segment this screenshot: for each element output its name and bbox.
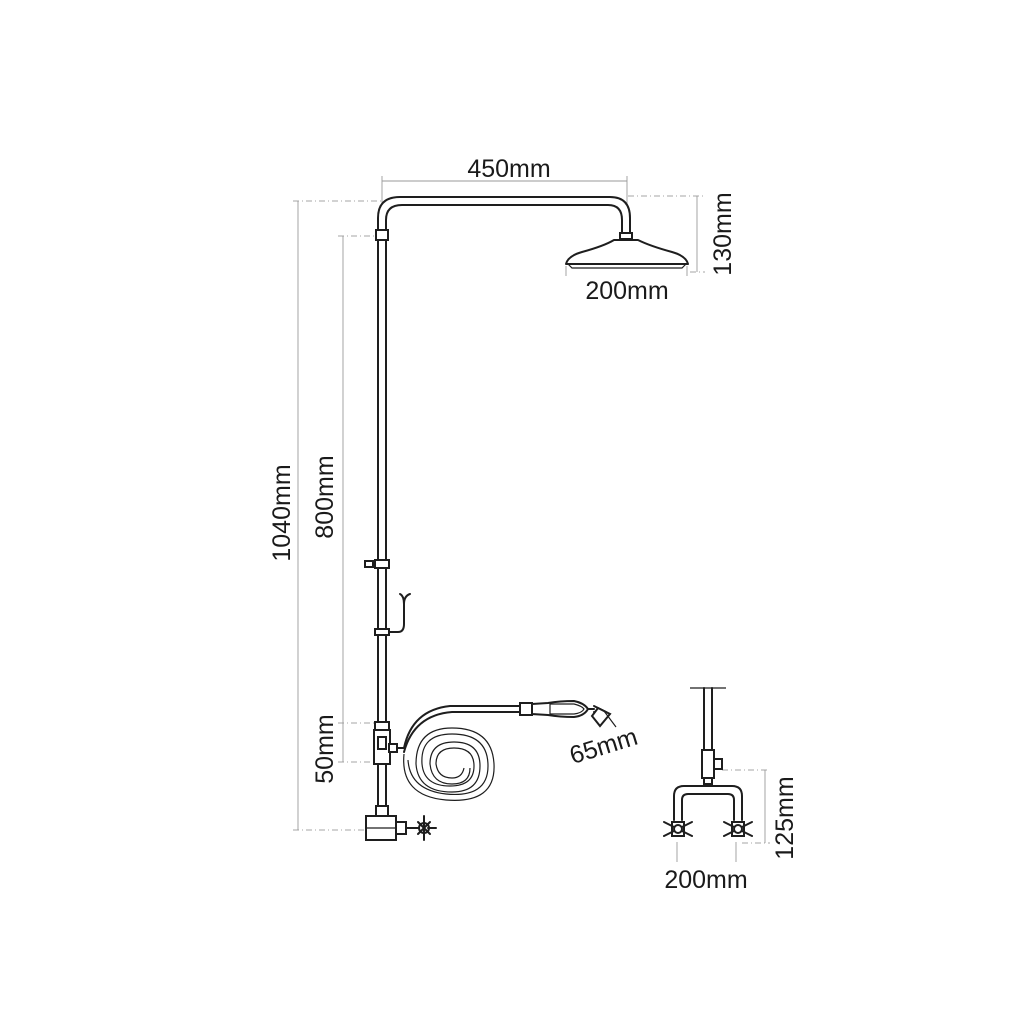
label-total-height: 1040mm	[268, 464, 296, 561]
shower-rose-head	[565, 232, 689, 269]
left-cross-handle-icon	[663, 821, 693, 837]
handset	[519, 699, 617, 728]
dimension-lines	[293, 176, 770, 862]
label-head-drop: 130mm	[709, 192, 737, 275]
label-head-diameter: 200mm	[585, 277, 668, 305]
flexible-hose	[396, 705, 523, 801]
label-valve-height: 50mm	[311, 714, 339, 783]
label-valve-centres-height: 125mm	[771, 776, 799, 859]
cross-handle-icon	[405, 815, 437, 841]
label-handset-diameter: 65mm	[566, 723, 641, 770]
riser-pipe	[364, 229, 411, 731]
shower-arm	[377, 196, 631, 237]
valve-detail-inset	[663, 687, 753, 837]
diverter-valve	[365, 729, 437, 841]
label-arm-width: 450mm	[467, 155, 550, 183]
right-cross-handle-icon	[723, 821, 753, 837]
label-valve-centres-width: 200mm	[664, 866, 747, 894]
label-riser-height: 800mm	[311, 455, 339, 538]
